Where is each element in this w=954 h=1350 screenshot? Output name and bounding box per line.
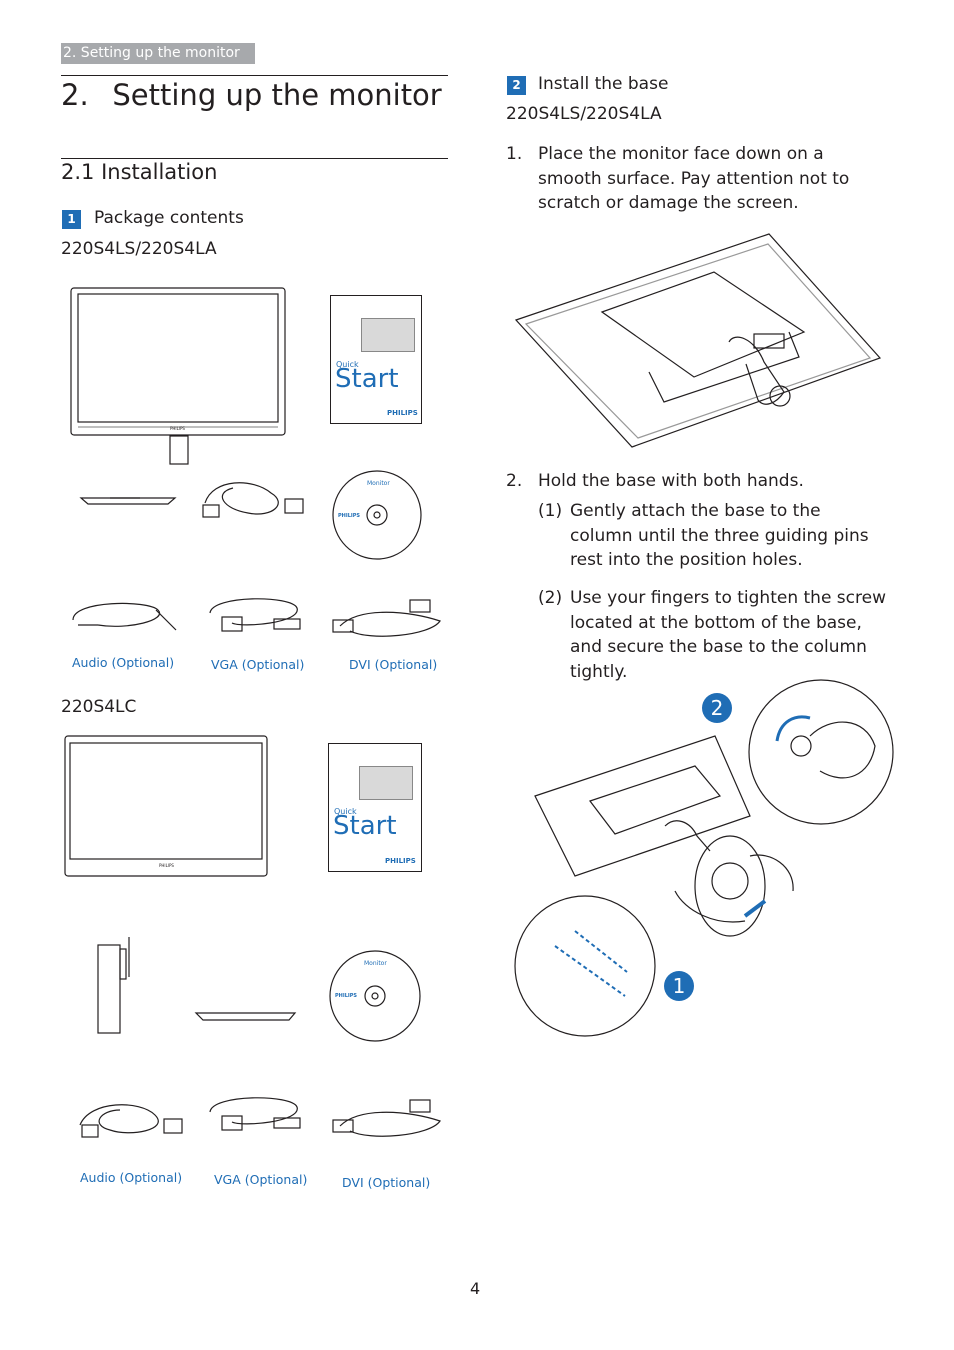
callout-1-badge: 1 — [664, 971, 694, 1001]
monitor-front-illustration: PHILIPS — [70, 287, 286, 465]
callout-2-badge: 2 — [702, 693, 732, 723]
instruction-step-2: 2. Hold the base with both hands. — [506, 469, 886, 495]
instruction-substep-1: (1) Gently attach the base to the column… — [538, 499, 888, 575]
quick-word-b: Quick — [334, 807, 357, 816]
cd-brand-a: PHILIPS — [338, 513, 361, 519]
step1-label: Package contents — [94, 208, 244, 228]
substep-number: (2) — [538, 588, 563, 608]
booklet-brand: PHILIPS — [387, 409, 418, 417]
caption-audio-a: Audio (Optional) — [72, 655, 175, 670]
start-word: Start — [335, 364, 399, 394]
dvi-cable-illustration-a — [332, 599, 441, 637]
power-cable-illustration-a — [202, 482, 304, 518]
cd-title-b: Monitor — [364, 960, 387, 967]
column-illustration-b — [97, 937, 130, 1034]
step2-label: Install the base — [538, 74, 669, 94]
instruction-substep-2: (2) Use your fingers to tighten the scre… — [538, 586, 888, 682]
quick-start-booklet-b: Quick Start PHILIPS — [328, 743, 422, 872]
vga-cable-illustration-a — [209, 598, 301, 632]
booklet-brand-b: PHILIPS — [385, 857, 416, 865]
page-number: 4 — [470, 1279, 481, 1298]
model-heading-right: 220S4LS/220S4LA — [506, 104, 662, 124]
caption-dvi-a: DVI (Optional) — [349, 657, 438, 672]
audio-cable-illustration-b — [79, 1104, 183, 1138]
cd-title-a: Monitor — [367, 480, 390, 487]
booklet-monitor-image — [361, 318, 415, 352]
section-heading: 2.1 Installation — [61, 160, 218, 184]
base-illustration-b — [194, 1012, 297, 1021]
section-rule — [61, 158, 448, 159]
substep-number: (1) — [538, 501, 563, 521]
substep-text: Gently attach the base to the column unt… — [570, 501, 869, 570]
step2-number-badge: 2 — [507, 76, 526, 95]
model-heading-b: 220S4LC — [61, 697, 137, 717]
instruction-step-1: 1. Place the monitor face down on a smoo… — [506, 142, 886, 222]
step1-number-badge: 1 — [62, 210, 81, 229]
audio-cable-illustration-a — [72, 602, 177, 631]
booklet-monitor-image-b — [359, 766, 413, 800]
base-illustration-a — [79, 497, 177, 505]
step-number: 2. — [506, 471, 523, 491]
quick-start-booklet-a: Quick Start PHILIPS — [330, 295, 422, 424]
step-text: Place the monitor face down on a smooth … — [538, 144, 850, 213]
caption-dvi-b: DVI (Optional) — [342, 1175, 431, 1190]
cd-brand-b: PHILIPS — [335, 993, 358, 999]
caption-audio-b: Audio (Optional) — [80, 1170, 183, 1185]
step-number: 1. — [506, 144, 523, 164]
cd-illustration-a — [332, 470, 422, 560]
substep-text: Use your fingers to tighten the screw lo… — [570, 588, 886, 682]
start-word-b: Start — [333, 811, 397, 841]
caption-vga-b: VGA (Optional) — [214, 1172, 308, 1187]
page-title: 2. Setting up the monitor — [61, 78, 442, 112]
svg-text:PHILIPS: PHILIPS — [159, 863, 174, 868]
model-heading-a: 220S4LS/220S4LA — [61, 239, 217, 259]
base-attachment-illustration — [514, 679, 894, 1037]
title-rule — [61, 75, 448, 76]
quick-word: Quick — [336, 360, 359, 369]
monitor-face-down-illustration — [514, 233, 882, 448]
dvi-cable-illustration-b — [332, 1099, 441, 1137]
vga-cable-illustration-b — [209, 1097, 301, 1131]
monitor-front-illustration-b: PHILIPS — [64, 735, 268, 877]
cd-illustration-b — [329, 950, 421, 1042]
breadcrumb: 2. Setting up the monitor — [61, 43, 255, 64]
caption-vga-a: VGA (Optional) — [211, 657, 305, 672]
svg-text:PHILIPS: PHILIPS — [170, 426, 185, 431]
step-text: Hold the base with both hands. — [538, 471, 804, 491]
